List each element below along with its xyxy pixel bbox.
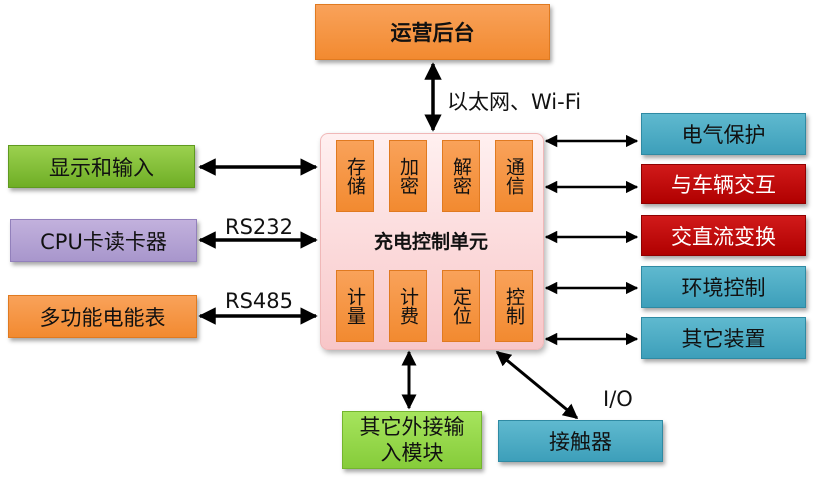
right-node-vehicle-interaction: 与车辆交互 — [641, 164, 806, 204]
module-encrypt: 加密 — [389, 140, 427, 212]
right-node-ac-dc-conversion: 交直流变换 — [641, 215, 806, 256]
right-node-environment-control: 环境控制 — [641, 266, 806, 308]
left-node-card-reader: CPU卡读卡器 — [10, 219, 197, 262]
link-contactor — [495, 350, 579, 420]
module-control: 控制 — [495, 270, 533, 342]
module-storage: 存储 — [336, 140, 374, 212]
right-node-electrical-protection: 电气保护 — [641, 113, 806, 155]
module-decrypt: 解密 — [442, 140, 480, 212]
module-billing: 计费 — [389, 270, 427, 342]
center-title: 充电控制单元 — [373, 231, 488, 253]
right-node-other-devices: 其它装置 — [641, 317, 806, 359]
edge-label-io: I/O — [603, 387, 633, 411]
module-metering: 计量 — [336, 270, 374, 342]
edge-label-rs485: RS485 — [225, 289, 294, 313]
bottom-node-external-input: 其它外接输入模块 — [342, 411, 482, 469]
bottom-node-contactor: 接触器 — [498, 420, 663, 462]
top-node-operations-platform: 运营后台 — [315, 4, 550, 60]
module-communication: 通信 — [495, 140, 533, 212]
edge-label-top: 以太网、Wi-Fi — [447, 90, 582, 114]
left-node-display-input: 显示和输入 — [8, 145, 195, 188]
left-node-meter: 多功能电能表 — [8, 295, 197, 338]
module-positioning: 定位 — [442, 270, 480, 342]
edge-label-rs232: RS232 — [225, 215, 294, 239]
